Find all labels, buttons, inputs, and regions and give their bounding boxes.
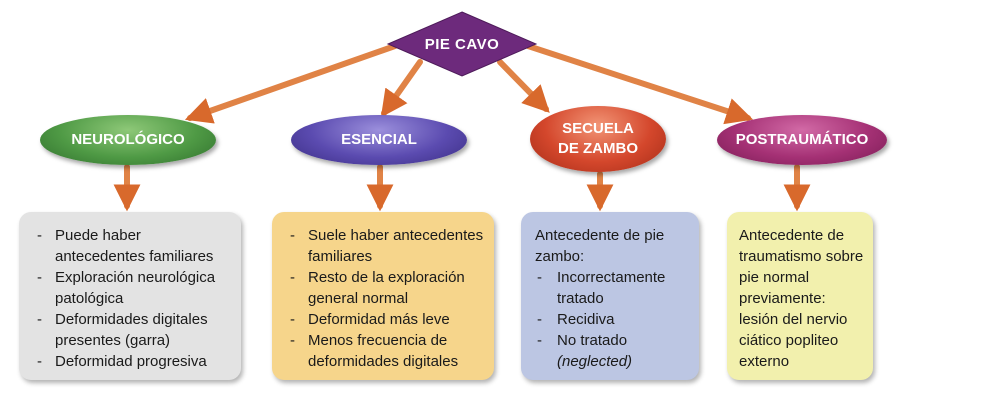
category-secuela-zambo-label: SECUELA DE ZAMBO — [558, 120, 638, 157]
category-esencial-label: ESENCIAL — [341, 131, 417, 148]
esencial-details-box: Suele haber antecedentes familiares Rest… — [272, 212, 494, 380]
list-item: Menos frecuencia de deformidades digital… — [284, 330, 484, 372]
postraumatico-text: Antecedente de traumatismo sobre pie nor… — [739, 227, 864, 370]
category-neurologico-label: NEUROLÓGICO — [71, 131, 185, 148]
neurologico-details-box: Puede haber antecedentes familiares Expl… — [19, 212, 241, 380]
category-postraumatico: POSTRAUMÁTICO — [717, 115, 887, 165]
secuela-zambo-details-box: Antecedente de pie zambo: Incorrectament… — [521, 212, 699, 380]
arrow-root-post — [525, 43, 754, 125]
root-node-label: PIE CAVO — [424, 35, 500, 53]
list-item: No tratado (neglected) — [535, 330, 691, 372]
list-item: Recidiva — [535, 309, 691, 330]
list-item: Deformidad progresiva — [31, 351, 231, 372]
list-item: Incorrectamente tratado — [535, 267, 691, 309]
category-secuela-zambo: SECUELA DE ZAMBO — [530, 106, 666, 172]
category-neurologico: NEUROLÓGICO — [40, 115, 216, 165]
arrow-root-neuro — [184, 43, 398, 124]
arrow-root-secu — [497, 59, 550, 113]
category-postraumatico-label: POSTRAUMÁTICO — [735, 131, 869, 148]
list-item: Exploración neurológica patológica — [31, 267, 231, 309]
postraumatico-details-box: Antecedente de traumatismo sobre pie nor… — [727, 212, 873, 380]
list-item: Deformidad más leve — [284, 309, 484, 330]
list-item: Suele haber antecedentes familiares — [284, 225, 484, 267]
list-item: Puede haber antecedentes familiares — [31, 225, 231, 267]
list-item: Deformidades digitales presentes (garra) — [31, 309, 231, 351]
secuela-intro-text: Antecedente de pie zambo: — [535, 227, 665, 265]
category-esencial: ESENCIAL — [291, 115, 467, 165]
arrow-root-esen — [380, 59, 423, 118]
neglected-note: (neglected) — [557, 353, 633, 370]
list-item: Resto de la exploración general normal — [284, 267, 484, 309]
root-diamond — [386, 11, 538, 77]
list-item-text: No tratado — [557, 332, 628, 349]
